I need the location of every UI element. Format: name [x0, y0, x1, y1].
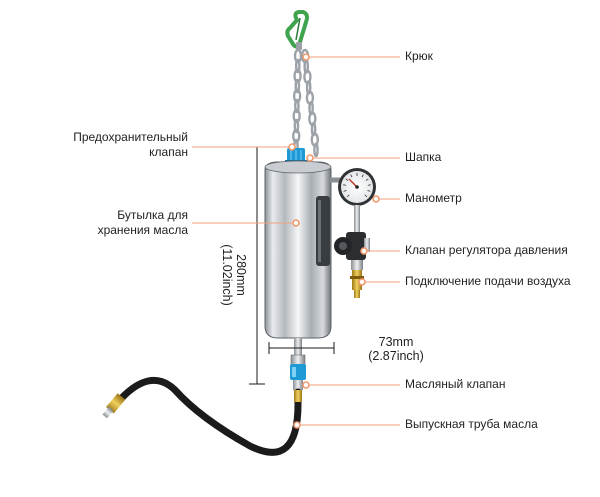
oil-valve-leader-dot	[302, 381, 310, 389]
oil-valve	[290, 364, 306, 390]
gauge-tick	[343, 190, 347, 192]
storage-bottle-label-line2: хранения масла	[97, 223, 188, 237]
oil-outlet-hose	[102, 377, 302, 456]
hook-leader-dot	[302, 53, 310, 61]
gauge-tick	[345, 178, 349, 181]
chain-link	[294, 78, 301, 94]
air-supply-leader-dot	[358, 278, 366, 286]
hook-label: Крюк	[405, 49, 433, 63]
safety-valve-label-line1: Предохранительный	[73, 130, 188, 144]
cap-leader-dot	[306, 154, 314, 162]
gauge-tick	[361, 174, 364, 178]
diameter-inch: (2.87inch)	[368, 349, 424, 363]
height-inch: (11.02inch)	[220, 244, 234, 306]
chain-link	[293, 118, 300, 134]
chain	[292, 48, 319, 158]
leader-lines	[192, 53, 400, 429]
bottom-outlet	[290, 338, 306, 366]
diameter-dimension	[268, 342, 335, 354]
safety-valve-leader-dot	[288, 143, 296, 151]
gauge-tick	[346, 194, 350, 198]
height-dimension-label: 280mm (11.02inch)	[220, 230, 248, 320]
pressure-gauge-label: Манометр	[405, 191, 462, 205]
gauge-tick	[367, 190, 371, 192]
carabiner-hook	[285, 10, 309, 50]
diameter-dimension-label: 73mm (2.87inch)	[356, 335, 436, 363]
chain-link	[313, 142, 319, 158]
chain-link	[294, 98, 300, 114]
diameter-mm: 73mm	[378, 335, 414, 349]
pressure-regulator-leader-dot	[360, 247, 368, 255]
height-mm: 280mm	[234, 254, 248, 296]
gauge-tick	[350, 174, 353, 178]
oil-valve-label: Масляный клапан	[405, 377, 506, 391]
gauge-tick	[365, 178, 369, 181]
height-dimension	[249, 146, 265, 385]
air-supply-connector	[350, 270, 364, 298]
storage-bottle	[264, 160, 332, 339]
gauge-tick	[364, 194, 368, 198]
pressure-regulator-label: Клапан регулятора давления	[405, 243, 568, 257]
oil-outlet-tube-label: Выпускная труба масла	[405, 417, 538, 431]
chain-link	[294, 58, 301, 74]
cap-label: Шапка	[405, 150, 442, 164]
oil-outlet-leader-dot	[293, 421, 301, 429]
storage-bottle-label: Бутылка для хранения масла	[86, 208, 188, 238]
air-supply-label: Подключение подачи воздуха	[405, 274, 571, 288]
safety-valve-label: Предохранительный клапан	[66, 130, 188, 160]
safety-valve-label-line2: клапан	[149, 145, 188, 159]
storage-bottle-leader-dot	[292, 219, 300, 227]
pressure-gauge	[330, 168, 376, 233]
storage-bottle-label-line1: Бутылка для	[117, 208, 188, 222]
pressure-gauge-leader-dot	[372, 195, 380, 203]
